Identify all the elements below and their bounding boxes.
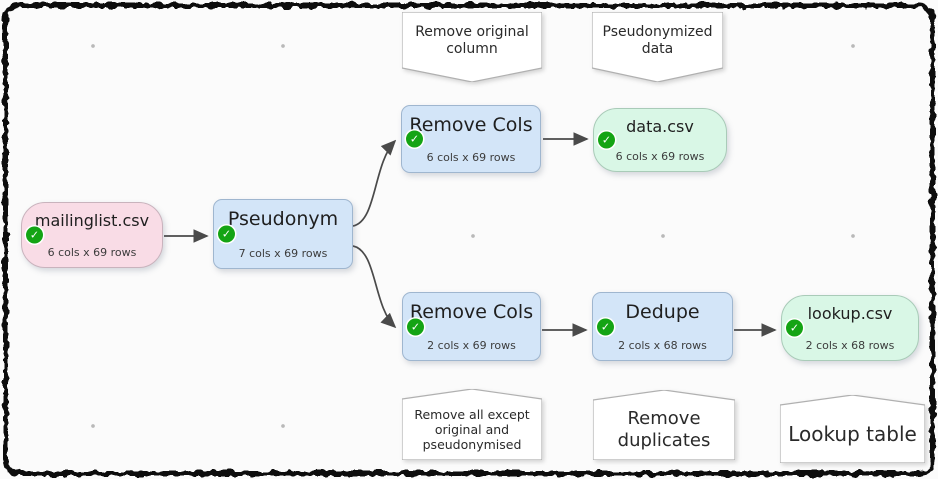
node-remove-cols-top[interactable]: ✓ Remove Cols 6 cols x 69 rows — [401, 105, 541, 173]
node-pseudonym[interactable]: ✓ Pseudonym 7 cols x 69 rows — [213, 199, 353, 269]
status-ok-icon: ✓ — [598, 131, 615, 149]
comment-text: Lookup table — [788, 421, 917, 446]
node-size-info: 6 cols x 69 rows — [426, 151, 516, 164]
status-ok-icon: ✓ — [26, 226, 43, 244]
status-ok-icon: ✓ — [597, 318, 614, 335]
node-size-info: 2 cols x 68 rows — [805, 339, 895, 352]
node-data-csv[interactable]: ✓ data.csv 6 cols x 69 rows — [593, 108, 727, 172]
status-ok-icon: ✓ — [406, 130, 423, 148]
node-title: Remove Cols — [409, 301, 534, 323]
node-lookup-csv[interactable]: ✓ lookup.csv 2 cols x 68 rows — [781, 295, 919, 361]
node-size-info: 2 cols x 69 rows — [427, 339, 516, 352]
comment-remove-original-column[interactable]: Remove original column — [402, 12, 542, 82]
node-title: lookup.csv — [807, 304, 893, 323]
comment-remove-all-except[interactable]: Remove all except original and pseudonym… — [402, 389, 542, 460]
connector-pseudonym-to-removecols-top[interactable] — [352, 139, 397, 227]
comment-text: Remove original column — [415, 23, 529, 57]
node-size-info: 7 cols x 69 rows — [238, 247, 328, 260]
node-title: mailinglist.csv — [34, 211, 150, 230]
comment-text: Pseudonymized data — [602, 23, 713, 57]
node-remove-cols-bottom[interactable]: ✓ Remove Cols 2 cols x 69 rows — [402, 292, 541, 361]
status-ok-icon: ✓ — [218, 225, 235, 243]
node-size-info: 2 cols x 68 rows — [618, 339, 707, 352]
node-title: Dedupe — [625, 301, 700, 323]
comment-remove-duplicates[interactable]: Remove duplicates — [593, 390, 735, 460]
node-title: data.csv — [626, 117, 694, 136]
comment-lookup-table[interactable]: Lookup table — [780, 395, 925, 463]
node-size-info: 6 cols x 69 rows — [615, 150, 705, 163]
node-dedupe[interactable]: ✓ Dedupe 2 cols x 68 rows — [592, 292, 733, 361]
status-ok-icon: ✓ — [786, 319, 803, 337]
comment-text: Remove all except original and pseudonym… — [414, 406, 530, 453]
node-mailinglist-csv[interactable]: ✓ mailinglist.csv 6 cols x 69 rows — [21, 202, 163, 268]
connector-pseudonym-to-removecols-bottom[interactable] — [352, 245, 397, 329]
node-title: Pseudonym — [227, 208, 339, 230]
status-ok-icon: ✓ — [407, 318, 424, 335]
comment-pseudonymized-data[interactable]: Pseudonymized data — [592, 12, 723, 82]
comment-text: Remove duplicates — [617, 408, 711, 451]
node-size-info: 6 cols x 69 rows — [47, 246, 137, 259]
node-title: Remove Cols — [409, 114, 533, 136]
